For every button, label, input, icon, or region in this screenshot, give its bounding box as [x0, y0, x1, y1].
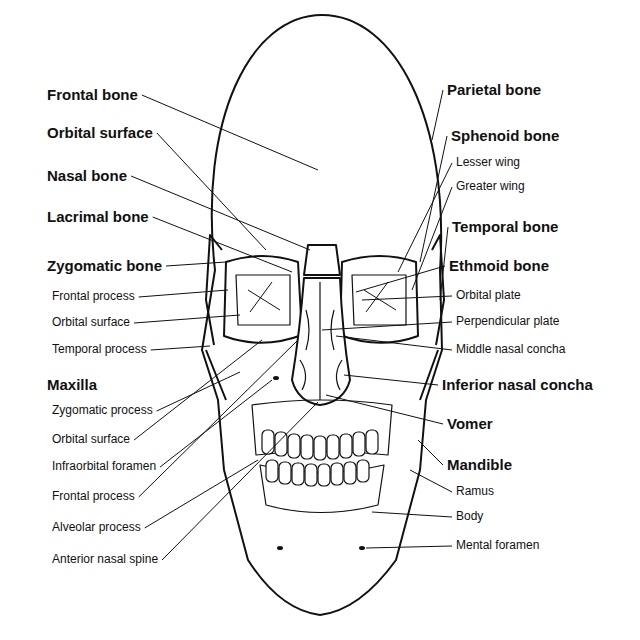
leader-line — [398, 163, 452, 272]
leader-line — [151, 346, 210, 350]
leader-line — [356, 266, 445, 292]
part-label: Mental foramen — [456, 539, 539, 552]
leader-line — [134, 340, 262, 440]
leader-line — [336, 336, 452, 350]
leader-line — [420, 136, 447, 262]
leader-line — [142, 95, 318, 170]
leader-line — [153, 217, 292, 272]
leader-line — [326, 395, 443, 424]
part-label: Zygomatic bone — [47, 258, 162, 275]
leader-line — [410, 470, 452, 492]
leader-line — [131, 176, 310, 250]
leader-line — [139, 340, 298, 497]
part-label: Middle nasal concha — [456, 343, 565, 356]
part-label: Body — [456, 510, 483, 523]
part-label: Frontal process — [52, 290, 135, 303]
leader-line — [344, 375, 438, 385]
part-label: Lesser wing — [456, 156, 520, 169]
part-label: Zygomatic process — [52, 404, 153, 417]
part-label: Nasal bone — [47, 168, 127, 185]
part-label: Ethmoid bone — [449, 258, 549, 275]
leader-line — [418, 440, 443, 465]
part-label: Vomer — [447, 416, 493, 433]
leader-line — [145, 460, 258, 528]
part-label: Orbital surface — [52, 316, 130, 329]
part-label: Perpendicular plate — [456, 315, 559, 328]
leader-line — [139, 290, 228, 297]
part-label: Ramus — [456, 485, 494, 498]
part-label: Lacrimal bone — [47, 209, 149, 226]
leader-line — [372, 512, 452, 517]
part-label: Sphenoid bone — [451, 128, 559, 145]
part-label: Orbital surface — [52, 433, 130, 446]
part-label: Alveolar process — [52, 521, 141, 534]
part-label: Maxilla — [47, 377, 97, 394]
leader-line — [134, 315, 240, 323]
part-label: Inferior nasal concha — [442, 377, 593, 394]
leader-line — [432, 90, 443, 140]
part-label: Temporal bone — [452, 219, 558, 236]
part-label: Infraorbital foramen — [52, 460, 156, 473]
part-label: Anterior nasal spine — [52, 553, 158, 566]
leader-line — [160, 380, 272, 467]
part-label: Mandible — [447, 457, 512, 474]
leader-line — [162, 402, 318, 560]
part-label: Parietal bone — [447, 82, 541, 99]
part-label: Orbital plate — [456, 289, 521, 302]
part-label: Frontal bone — [47, 87, 138, 104]
part-label: Orbital surface — [47, 125, 153, 142]
leader-line — [412, 187, 452, 290]
part-label: Greater wing — [456, 180, 525, 193]
part-label: Temporal process — [52, 343, 147, 356]
leader-line — [362, 296, 452, 300]
leader-line — [166, 262, 226, 266]
leader-line — [322, 322, 452, 330]
leader-line — [157, 372, 240, 411]
leader-line — [440, 227, 448, 300]
part-label: Frontal process — [52, 490, 135, 503]
leader-line — [157, 133, 266, 250]
leader-line — [366, 546, 452, 548]
